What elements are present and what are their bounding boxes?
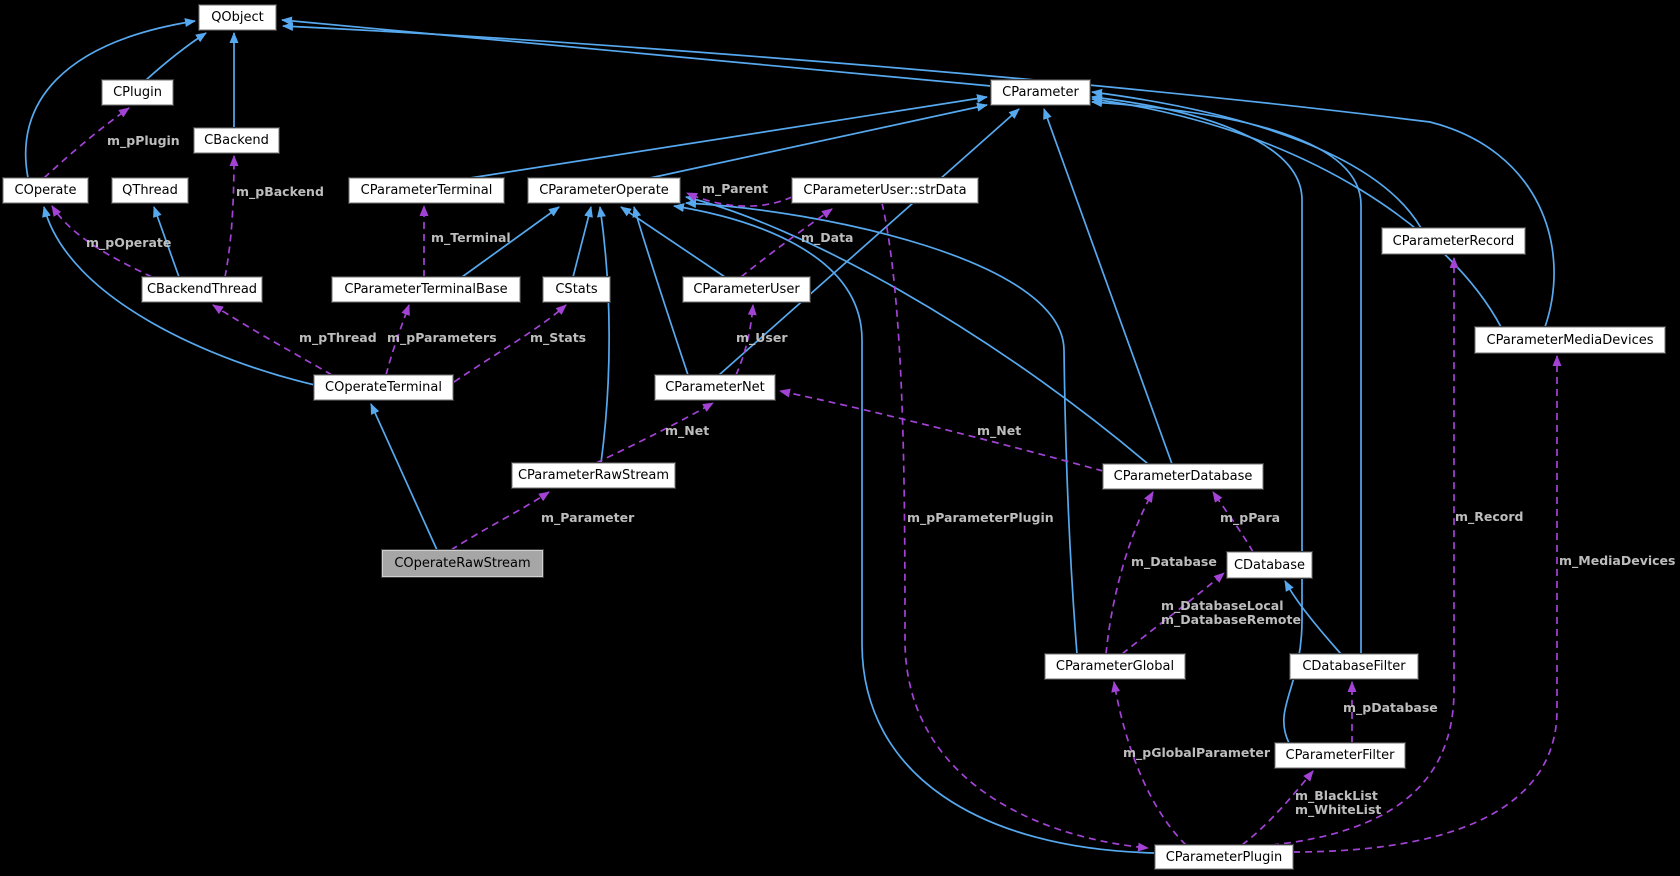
- class-node-strdata[interactable]: CParameterUser::strData: [791, 177, 979, 204]
- edge-inherit-cbackendthread-qthread: [153, 206, 180, 278]
- edge-inherit-cparameterterminalbase-cparameteroperate: [461, 206, 560, 278]
- edge-use-m-net-database: [779, 388, 1104, 472]
- edge-use-m-pthread: [212, 304, 333, 376]
- edge-use-m-data: [740, 208, 833, 278]
- class-node-cstats[interactable]: CStats: [542, 276, 611, 303]
- edge-inherit-cdatabasefilter-cdatabase: [1284, 580, 1342, 655]
- edge-use-m-poperate: [51, 205, 153, 278]
- edge-inherit-cparameterfilter-cparameter: [1091, 93, 1303, 744]
- edge-use-m-databaselocal-remote: [1121, 572, 1225, 655]
- class-node-cbackendthread[interactable]: CBackendThread: [141, 276, 263, 303]
- edge-inherit-coperate-qobject: [24, 18, 196, 179]
- edge-use-m-database: [1105, 491, 1154, 655]
- edge-inherit-cparameterplugin-cparameteroperate: [673, 203, 1156, 854]
- class-node-cbackend[interactable]: CBackend: [193, 127, 280, 154]
- class-node-coperate[interactable]: COperate: [2, 177, 89, 204]
- class-node-cparameterplugin[interactable]: CParameterPlugin: [1154, 844, 1294, 870]
- edge-use-m-parent: [686, 192, 793, 207]
- edge-use-m-pglobalparameter: [1111, 681, 1187, 846]
- edge-inherit-cparameterrecord-cparameter: [1091, 88, 1422, 229]
- class-node-qobject[interactable]: QObject: [198, 4, 277, 31]
- class-node-cdatabase[interactable]: CDatabase: [1226, 551, 1313, 579]
- edge-use-m-ppara: [1212, 491, 1254, 553]
- edge-use-m-pparameters: [385, 304, 410, 376]
- class-node-cparameterrawstream[interactable]: CParameterRawStream: [511, 462, 676, 489]
- edge-use-m-net-rawstream: [595, 402, 714, 464]
- edge-inherit-cstats-cparameteroperate: [572, 206, 593, 278]
- class-node-cplugin[interactable]: CPlugin: [101, 79, 174, 106]
- edge-use-m-stats: [453, 304, 567, 383]
- edge-use-m-user: [735, 304, 757, 376]
- edge-inherit-cparameter-qobject: [281, 16, 992, 87]
- edge-inherit-cparameterrawstream-cparameteroperate: [596, 206, 610, 464]
- edge-use-m-parameter: [450, 491, 550, 551]
- class-node-coperateterminal[interactable]: COperateTerminal: [313, 374, 454, 401]
- class-node-cparameterterminalbase[interactable]: CParameterTerminalBase: [331, 276, 521, 303]
- edge-inherit-cparameterdatabase-cparameter: [1043, 108, 1173, 465]
- edge-use-m-mediadevices: [1292, 355, 1562, 853]
- edge-use-m-pparameterplugin: [881, 202, 1149, 852]
- class-node-cdatabasefilter[interactable]: CDatabaseFilter: [1289, 653, 1419, 680]
- class-node-cparameterdatabase[interactable]: CParameterDatabase: [1102, 463, 1264, 490]
- edge-use-m-pplugin: [43, 107, 130, 179]
- class-node-cparameterrecord[interactable]: CParameterRecord: [1381, 227, 1526, 255]
- class-node-cparameternet[interactable]: CParameterNet: [654, 374, 776, 401]
- class-node-cparameterfilter[interactable]: CParameterFilter: [1274, 742, 1406, 769]
- class-node-cparameterterminal[interactable]: CParameterTerminal: [348, 177, 505, 204]
- class-node-cparameter[interactable]: CParameter: [990, 79, 1091, 106]
- class-node-cparametermediadevices[interactable]: CParameterMediaDevices: [1474, 326, 1666, 354]
- edge-inherit-cparameterdatabase-cparameteroperate: [685, 195, 1149, 465]
- edge-inherit-cparameterterminal-cparameter: [469, 94, 988, 179]
- edge-inherit-coperaterawstream-coperateterminal: [370, 403, 438, 551]
- edge-inherit-cplugin-qobject: [145, 32, 207, 81]
- class-node-coperaterawstream: COperateRawStream: [381, 549, 544, 578]
- edge-use-m-pbackend: [224, 155, 239, 278]
- class-node-cparameteroperate[interactable]: CParameterOperate: [527, 177, 681, 204]
- class-node-qthread[interactable]: QThread: [111, 177, 189, 204]
- edge-use-m-blacklist-whitelist: [1241, 770, 1314, 846]
- class-node-cparameteruser[interactable]: CParameterUser: [682, 276, 811, 303]
- edge-inherit-cparameternet-cparameter: [718, 108, 1020, 376]
- edge-inherit-cparametermediadevices-qobject: [282, 21, 1555, 328]
- edge-inherit-cparametermediadevices-cparameter: [1091, 95, 1502, 328]
- edge-inherit-cparameterglobal-cparameteroperate: [685, 199, 1078, 655]
- edge-inherit-coperateterminal-coperate: [42, 206, 316, 386]
- class-node-cparameterglobal[interactable]: CParameterGlobal: [1044, 653, 1186, 680]
- edge-inherit-cparameternet-cparameteroperate: [632, 206, 689, 376]
- edge-use-m-record: [1271, 257, 1459, 846]
- edge-inherit-cparameteroperate-cparameter: [649, 102, 988, 179]
